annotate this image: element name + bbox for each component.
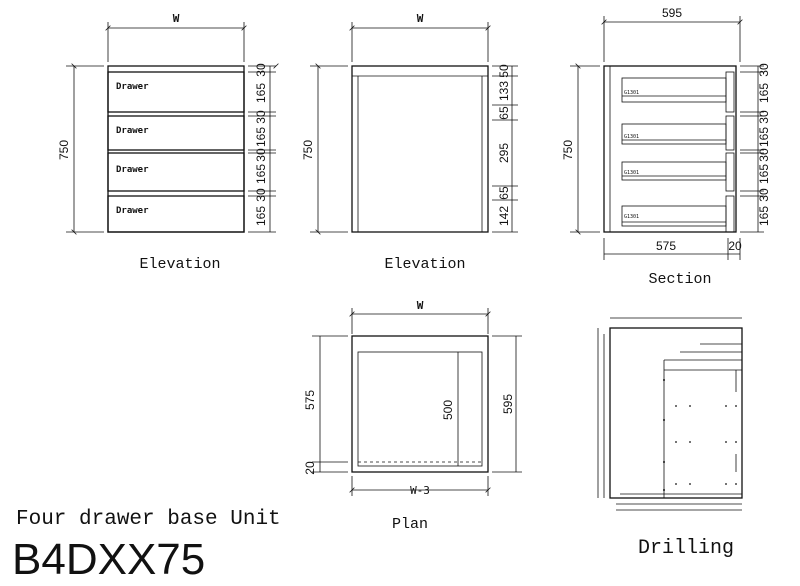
section-bottom-offset-label: 20 [728,239,742,253]
section-depth-label: 595 [662,6,682,20]
plan-view: W 500 575 20 595 W-3 Plan [303,299,522,533]
front-seg-5: 30 [254,148,268,162]
section-seg-2: 165 [757,83,771,103]
elevation-front-width-label: W [173,12,180,25]
elevation-back-width-label: W [417,12,424,25]
elevation-back-height-label: 750 [301,140,315,160]
section-drawer-2: G1301 [621,115,735,151]
unit-description: Four drawer base Unit [16,508,281,531]
runner-label-3: G1301 [624,170,639,176]
front-seg-7: 30 [254,188,268,202]
elevation-front-caption: Elevation [139,256,220,273]
section-seg-6: 165 [757,164,771,184]
plan-inner-depth-label: 500 [441,400,455,420]
plan-caption: Plan [392,516,428,533]
back-seg-1: 50 [497,64,511,78]
plan-depth-label: 575 [303,390,317,410]
front-seg-8: 165 [254,206,268,226]
section-seg-8: 165 [757,206,771,226]
drawer-label-3: Drawer [116,165,149,175]
section-drawer-3: G1301 [621,152,735,192]
section-drawer-1: G1301 [621,71,735,113]
plan-outer-depth-label: 595 [501,394,515,414]
drilling-panel-outline [609,327,743,499]
plan-outline [351,335,489,473]
front-seg-3: 30 [254,110,268,124]
front-seg-1: 30 [254,63,268,77]
drawer-label-1: Drawer [116,82,149,92]
drawer-front-2 [107,115,245,151]
section-caption: Section [648,271,711,288]
section-seg-7: 30 [757,188,771,202]
runner-label-1: G1301 [624,90,639,96]
front-seg-2: 165 [254,83,268,103]
runner-label-2: G1301 [624,134,639,140]
drilling-view: Drilling [597,317,743,560]
drawer-front-4 [107,195,245,233]
section-seg-3: 30 [757,110,771,124]
unit-code: B4DXX75 [12,535,206,584]
section-seg-5: 30 [757,148,771,162]
elevation-front-view: W 750 Drawer Drawer Drawer Drawer [57,12,279,273]
elevation-back-caption: Elevation [384,256,465,273]
section-bottom-depth-label: 575 [656,239,676,253]
elevation-front-height-label: 750 [57,140,71,160]
front-seg-4: 165 [254,127,268,147]
back-seg-2: 133 [497,81,511,101]
elevation-back-view: W 750 50 133 65 295 65 142 Elevation [301,12,518,273]
drawer-front-3 [107,152,245,192]
section-seg-1: 30 [757,63,771,77]
section-carcass-outline [603,65,737,233]
back-seg-6: 142 [497,206,511,226]
plan-inner-width-label: W-3 [410,484,430,497]
section-drawer-4: G1301 [621,195,735,233]
drawer-label-2: Drawer [116,126,149,136]
section-height-label: 750 [561,140,575,160]
back-seg-4: 295 [497,143,511,163]
back-carcass-outline [351,65,489,233]
back-seg-3: 65 [497,106,511,120]
drawer-label-4: Drawer [116,206,149,216]
section-seg-4: 165 [757,127,771,147]
back-seg-5: 65 [497,186,511,200]
drawer-front-1 [107,71,245,113]
plan-offset-label: 20 [303,461,317,475]
runner-label-4: G1301 [624,214,639,220]
front-seg-6: 165 [254,164,268,184]
drilling-caption: Drilling [638,537,734,560]
section-view: 595 750 G1301 G1301 G1301 [561,6,771,288]
plan-width-label: W [417,299,424,312]
